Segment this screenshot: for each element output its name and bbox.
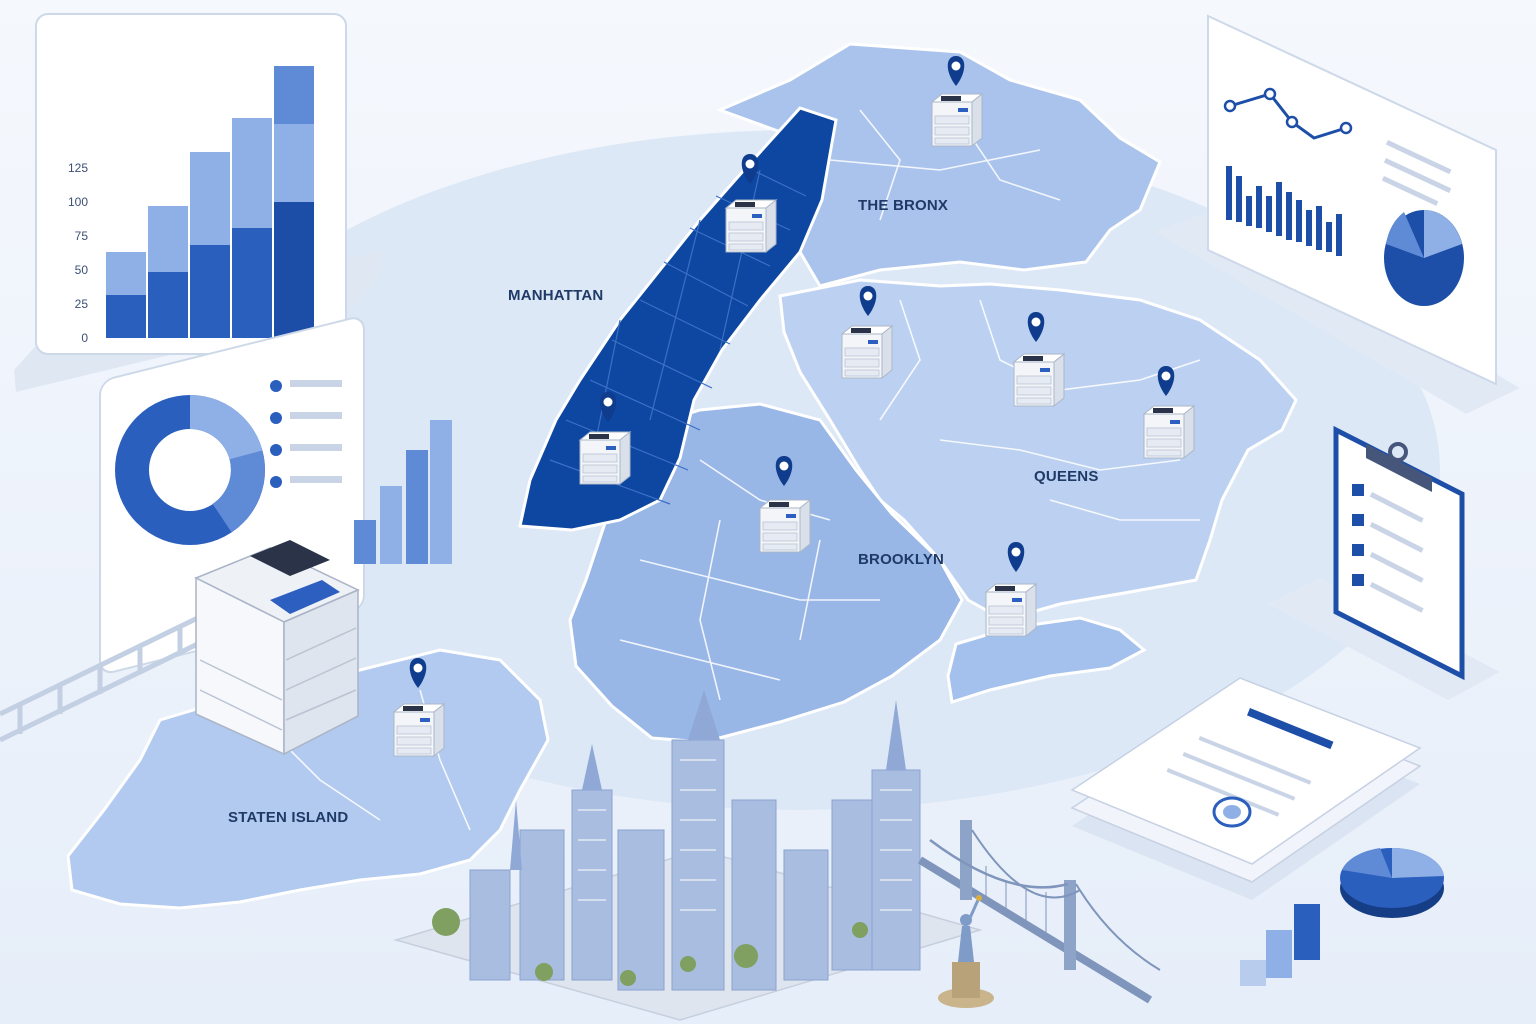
copier-icon bbox=[0, 540, 360, 756]
y-tick-label: 25 bbox=[75, 297, 89, 311]
city-skyline bbox=[393, 690, 983, 1021]
y-tick-label: 0 bbox=[81, 331, 88, 345]
label-brooklyn: BROOKLYN bbox=[858, 551, 944, 568]
top-right-analytics-panel bbox=[1156, 14, 1520, 414]
left-bar-chart-panel: 125 100 75 50 25 0 bbox=[14, 13, 382, 392]
clipboard-checklist-icon bbox=[1268, 425, 1500, 700]
borough-brooklyn[interactable] bbox=[568, 402, 964, 744]
y-tick-label: 100 bbox=[68, 195, 88, 209]
y-tick-label: 75 bbox=[75, 229, 89, 243]
label-staten-island: STATEN ISLAND bbox=[228, 809, 348, 826]
label-manhattan: MANHATTAN bbox=[508, 287, 603, 304]
y-tick-label: 125 bbox=[68, 161, 88, 175]
mini-cube-chart bbox=[1240, 904, 1320, 986]
rail-fence bbox=[0, 609, 212, 743]
borough-rockaway[interactable] bbox=[946, 616, 1147, 704]
y-tick-label: 50 bbox=[75, 263, 89, 277]
legend-list bbox=[270, 380, 342, 488]
bar-chart-y-axis: 125 100 75 50 25 0 bbox=[68, 161, 88, 345]
statue-of-liberty-icon bbox=[938, 895, 994, 1008]
line-chart-icon bbox=[1223, 87, 1353, 140]
column-chart-icon bbox=[1226, 166, 1342, 256]
pie-chart-icon bbox=[1384, 210, 1464, 306]
borough-queens[interactable] bbox=[778, 278, 1298, 622]
document-seal-icon bbox=[1070, 677, 1422, 900]
pie-chart-icon bbox=[1340, 847, 1444, 918]
bar-chart-icon: 125 100 75 50 25 0 bbox=[68, 66, 314, 345]
label-queens: QUEENS bbox=[1034, 468, 1099, 485]
suspension-bridge-icon bbox=[917, 820, 1161, 1004]
mini-bar-chart bbox=[354, 420, 452, 564]
label-bronx: THE BRONX bbox=[858, 197, 948, 214]
pie-chart-icon bbox=[115, 395, 265, 545]
text-lines bbox=[1381, 140, 1452, 206]
